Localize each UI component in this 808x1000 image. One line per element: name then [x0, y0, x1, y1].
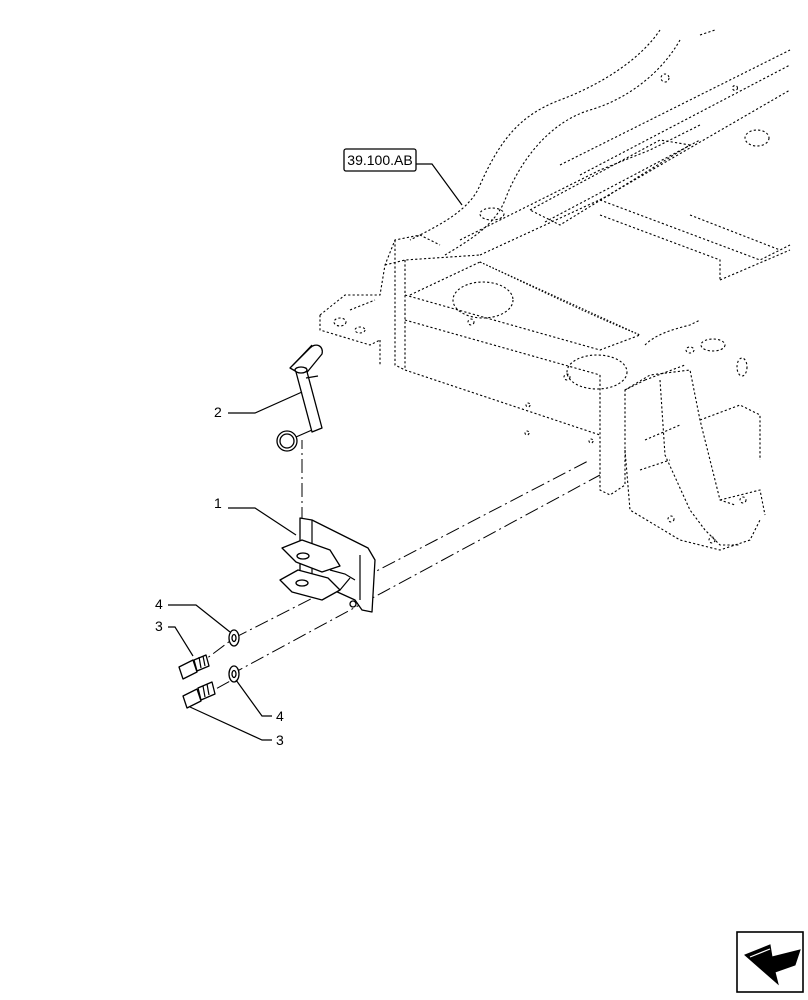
washer-part-upper — [228, 629, 240, 647]
leader-lines — [168, 163, 463, 741]
callout-numbers: 1 2 3 4 4 3 — [155, 404, 284, 748]
hatch-edge — [479, 261, 641, 336]
callout-4-lower: 4 — [276, 708, 284, 724]
assembly-center-lines — [193, 440, 601, 701]
reference-link[interactable]: 39.100.AB — [343, 148, 417, 172]
lock-pin-part — [276, 344, 323, 452]
washer-part-lower — [228, 665, 240, 683]
hitch-bracket-part — [279, 517, 376, 613]
next-page-arrow-icon[interactable] — [736, 931, 804, 993]
frame-outline — [319, 29, 791, 551]
callout-4-upper: 4 — [155, 596, 163, 612]
callout-3-lower: 3 — [276, 732, 284, 748]
callout-3-upper: 3 — [155, 618, 163, 634]
callout-2: 2 — [214, 404, 222, 420]
reference-label[interactable]: 39.100.AB — [347, 152, 412, 168]
bolt-part-upper — [178, 654, 210, 680]
callout-1: 1 — [214, 495, 222, 511]
bolt-part-lower — [182, 681, 216, 709]
